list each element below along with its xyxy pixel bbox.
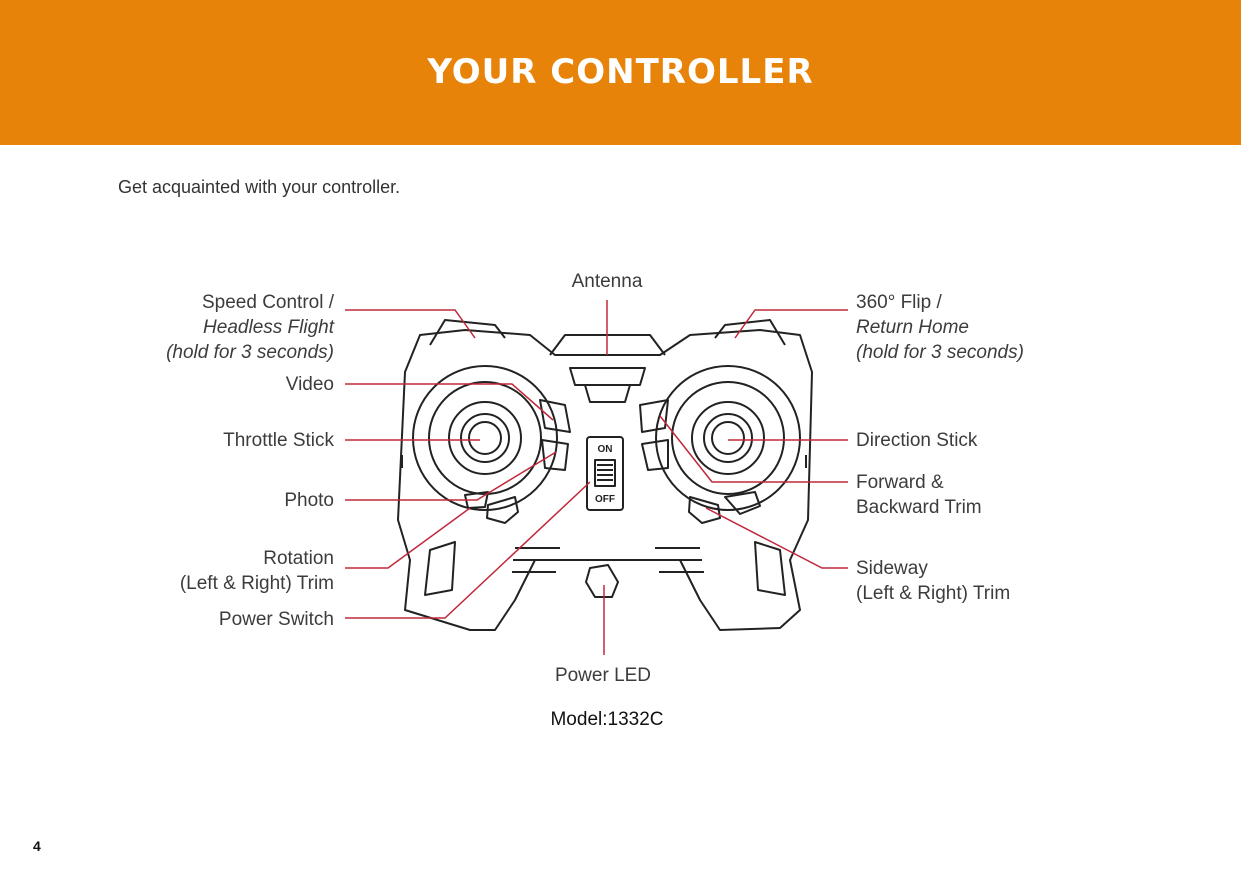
label-antenna: Antenna bbox=[572, 271, 643, 292]
leader-flip bbox=[734, 309, 848, 339]
controller-illustration bbox=[397, 319, 813, 631]
label-sideway: Sideway bbox=[856, 558, 928, 579]
label-return-home: Return Home bbox=[856, 317, 969, 338]
label-throttle-stick: Throttle Stick bbox=[223, 430, 334, 451]
leader-power-switch bbox=[345, 481, 591, 619]
leader-speed-control bbox=[345, 309, 476, 339]
label-video: Video bbox=[286, 374, 334, 395]
label-rotation: Rotation bbox=[263, 548, 334, 569]
label-sideway-trim: (Left & Right) Trim bbox=[856, 583, 1010, 604]
leader-photo bbox=[345, 451, 557, 501]
header-banner: YOUR CONTROLLER bbox=[0, 0, 1241, 145]
label-photo: Photo bbox=[284, 490, 334, 511]
intro-text: Get acquainted with your controller. bbox=[118, 177, 401, 197]
label-speed-control: Speed Control / bbox=[202, 292, 335, 313]
switch-off-label: OFF bbox=[595, 494, 615, 505]
leader-sideway bbox=[705, 507, 848, 569]
leader-lines bbox=[345, 300, 848, 655]
label-flip: 360° Flip / bbox=[856, 292, 942, 313]
page-title: YOUR CONTROLLER bbox=[427, 52, 814, 92]
label-direction-stick: Direction Stick bbox=[856, 430, 978, 451]
leader-forward-trim bbox=[659, 415, 848, 483]
label-speed-hold: (hold for 3 seconds) bbox=[166, 342, 334, 363]
label-forward: Forward & bbox=[856, 472, 944, 493]
label-rotation-trim: (Left & Right) Trim bbox=[180, 573, 334, 594]
label-power-led: Power LED bbox=[555, 665, 651, 686]
label-backward-trim: Backward Trim bbox=[856, 497, 982, 518]
switch-on-label: ON bbox=[598, 444, 613, 455]
leader-rotation bbox=[345, 507, 471, 569]
label-power-switch: Power Switch bbox=[219, 609, 334, 630]
page-number: 4 bbox=[33, 838, 41, 854]
leader-video bbox=[345, 383, 554, 421]
label-flip-hold: (hold for 3 seconds) bbox=[856, 342, 1024, 363]
model-number: Model:1332C bbox=[550, 709, 663, 730]
label-headless-flight: Headless Flight bbox=[203, 317, 335, 338]
